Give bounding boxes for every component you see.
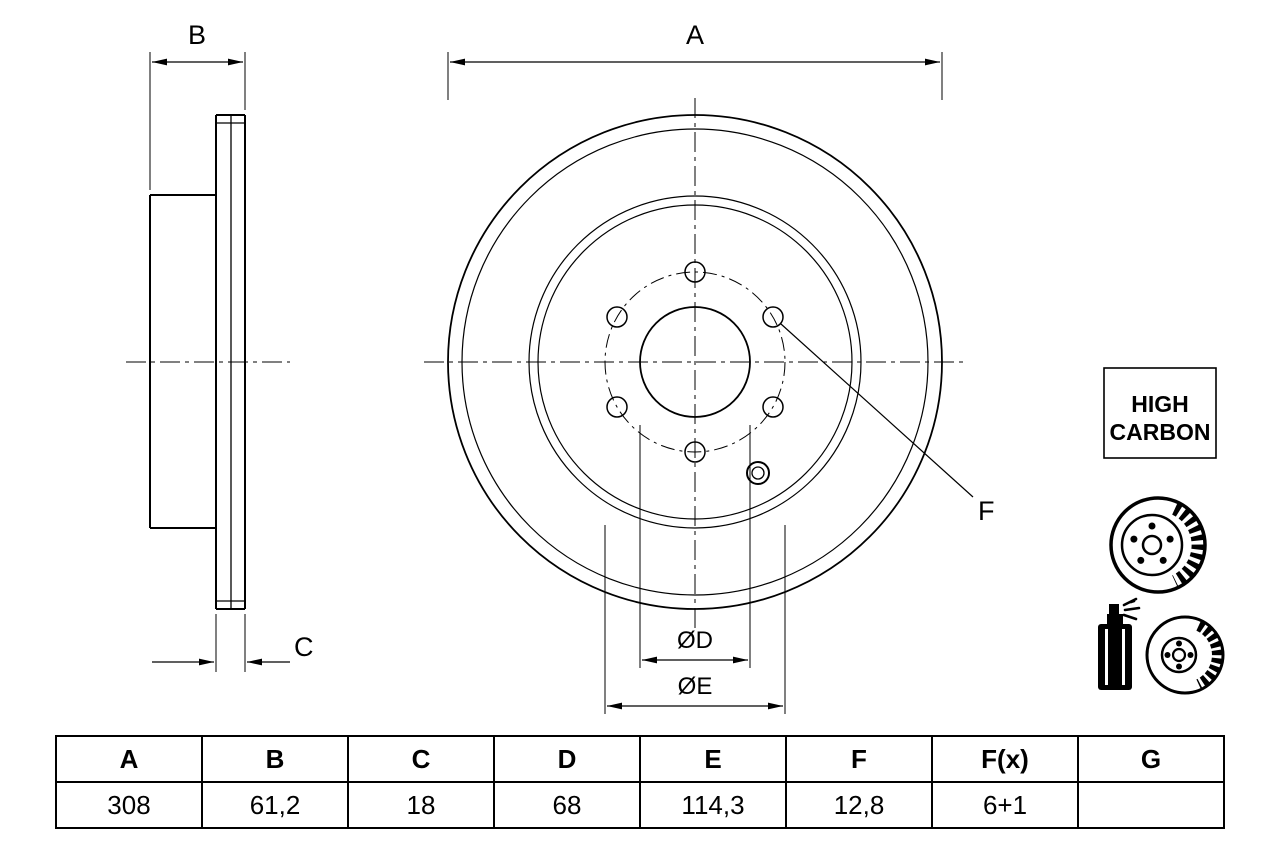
dimension-d: ØD	[639, 425, 751, 668]
value-f: 12,8	[785, 781, 933, 829]
dimension-d-label: ØD	[677, 627, 713, 654]
dimension-c: C	[152, 614, 314, 672]
dimension-b: B	[149, 20, 246, 190]
brake-disc-drawing: B C A	[126, 20, 1225, 714]
bolt-hole	[762, 396, 784, 418]
high-carbon-line1: HIGH	[1131, 391, 1189, 417]
col-header-c: C	[347, 735, 495, 783]
value-e: 114,3	[639, 781, 787, 829]
table-value-row: 308 61,2 18 68 114,3 12,8 6+1	[55, 781, 1225, 829]
col-header-fx: F(x)	[931, 735, 1079, 783]
brake-disc-icon	[1109, 496, 1207, 594]
value-a: 308	[55, 781, 203, 829]
value-c: 18	[347, 781, 495, 829]
bolt-hole	[606, 306, 628, 328]
col-header-f: F	[785, 735, 933, 783]
col-header-b: B	[201, 735, 349, 783]
locating-pin-hole-inner	[751, 466, 765, 480]
col-header-d: D	[493, 735, 641, 783]
side-view-cross-section	[126, 114, 290, 610]
bolt-hole	[762, 306, 784, 328]
dimension-e-label: ØE	[678, 673, 713, 700]
dimension-c-label: C	[294, 632, 314, 662]
dimension-a: A	[447, 20, 943, 100]
col-header-e: E	[639, 735, 787, 783]
bolt-hole	[606, 396, 628, 418]
front-view	[424, 98, 968, 630]
dimension-a-label: A	[686, 20, 704, 50]
high-carbon-line2: CARBON	[1110, 419, 1211, 445]
high-carbon-badge: HIGH CARBON	[1103, 367, 1217, 459]
value-d: 68	[493, 781, 641, 829]
value-fx: 6+1	[931, 781, 1079, 829]
table-header-row: A B C D E F F(x) G	[55, 735, 1225, 783]
dimension-b-label: B	[188, 20, 206, 50]
value-g	[1077, 781, 1225, 829]
value-b: 61,2	[201, 781, 349, 829]
col-header-a: A	[55, 735, 203, 783]
dimension-e: ØE	[604, 525, 786, 714]
locating-pin-hole-outer	[746, 461, 770, 485]
col-header-g: G	[1077, 735, 1225, 783]
dimension-spec-table: A B C D E F F(x) G 308 61,2 18 68 114,3 …	[55, 735, 1225, 829]
dimension-f-label: F	[978, 496, 995, 526]
spray-coating-icon	[1098, 597, 1225, 695]
dimension-f: F	[780, 323, 995, 526]
